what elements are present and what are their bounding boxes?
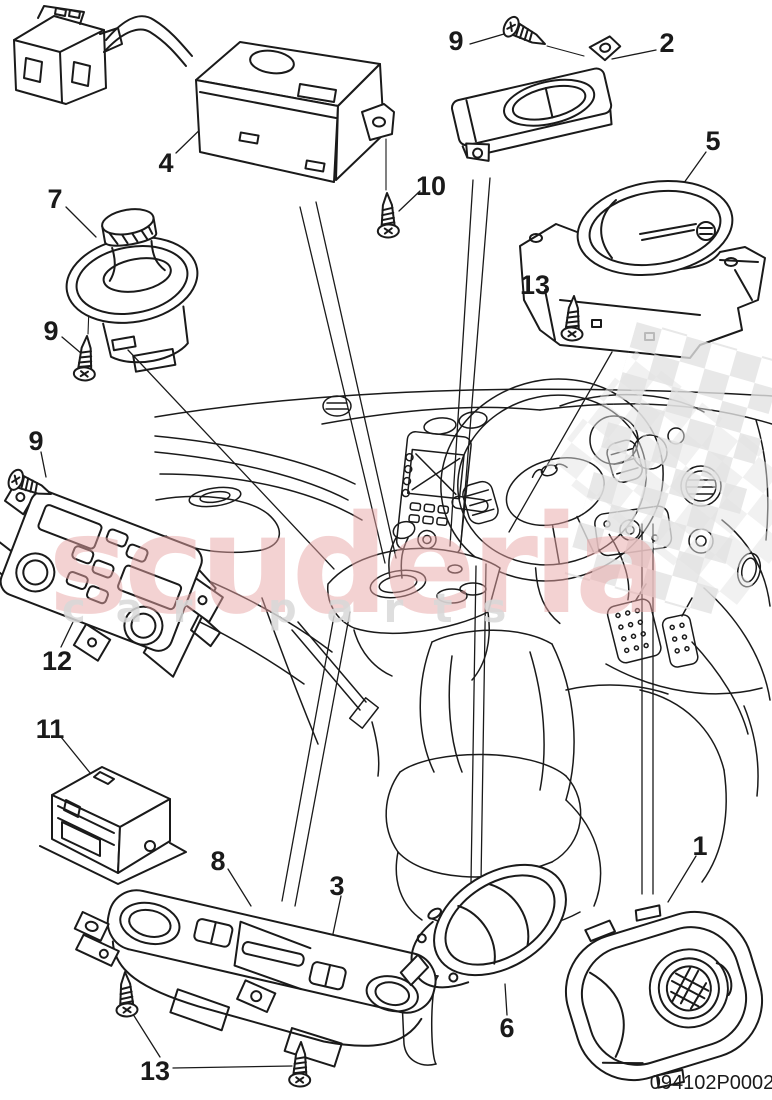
- screw-10: [375, 191, 401, 239]
- part-8-3-window-switch-pack: [73, 889, 437, 1068]
- bentley-logo: [531, 463, 568, 479]
- callout-13-right: 13: [520, 270, 550, 300]
- callout-12: 12: [42, 646, 72, 676]
- part-6-oval-switch: [399, 863, 567, 989]
- display-window: [117, 564, 183, 611]
- seat-belt: [291, 621, 380, 777]
- part-4-control-module-with-connector: [13, 5, 395, 183]
- headlamp-symbol: [696, 221, 716, 241]
- part-1-mirror-adjust-switch: [564, 904, 764, 1089]
- infotainment-screen: [406, 448, 465, 500]
- side-air-vent: [736, 552, 762, 588]
- part-5-switch-with-bracket: [519, 179, 766, 359]
- callout-9-left-upper: 9: [43, 316, 58, 346]
- gear-shifter-knob: [392, 520, 416, 540]
- screw-9-top: [499, 13, 551, 55]
- part-7-rotary-switch: [65, 208, 199, 373]
- temp-knob: [15, 552, 56, 593]
- callout-11: 11: [36, 714, 65, 744]
- front-seat: [385, 629, 602, 932]
- callout-2: 2: [659, 28, 674, 58]
- callout-9-left-lower: 9: [28, 426, 43, 456]
- screw-13-bottom-right: [287, 1040, 313, 1088]
- door-handle: [188, 486, 242, 508]
- round-air-vent: [680, 465, 722, 507]
- callout-8: 8: [210, 846, 225, 876]
- screw-9-left-upper: [72, 334, 99, 383]
- shifter-boot: [369, 569, 427, 599]
- pedals: [605, 583, 763, 695]
- callout-labels: 9 2 4 10 5 13 7 9 9 12 11 8 3 13 6 1: [28, 26, 720, 1086]
- part-number: 094102P0002: [650, 1072, 772, 1094]
- callout-1: 1: [692, 831, 707, 861]
- footwell-sill: [691, 587, 771, 797]
- part-2-rocker-switch: [450, 35, 622, 162]
- display-window: [37, 504, 103, 550]
- part-12-climate-control-panel: [0, 478, 224, 678]
- callout-9-top: 9: [448, 26, 463, 56]
- ignition-switch: [688, 528, 714, 554]
- callout-7: 7: [47, 184, 62, 214]
- callout-5: 5: [705, 126, 720, 156]
- center-console: [327, 520, 501, 681]
- lower-dash-switch-panel: [594, 505, 673, 557]
- checkered-flag: [564, 320, 772, 616]
- callout-6: 6: [499, 1013, 514, 1043]
- callout-10: 10: [416, 171, 446, 201]
- part-11-control-unit: [39, 766, 187, 885]
- callout-4: 4: [158, 148, 173, 178]
- callout-3: 3: [329, 871, 344, 901]
- fan-knob: [123, 605, 164, 646]
- callout-13-bottom: 13: [140, 1056, 170, 1086]
- center-stack: [395, 431, 472, 555]
